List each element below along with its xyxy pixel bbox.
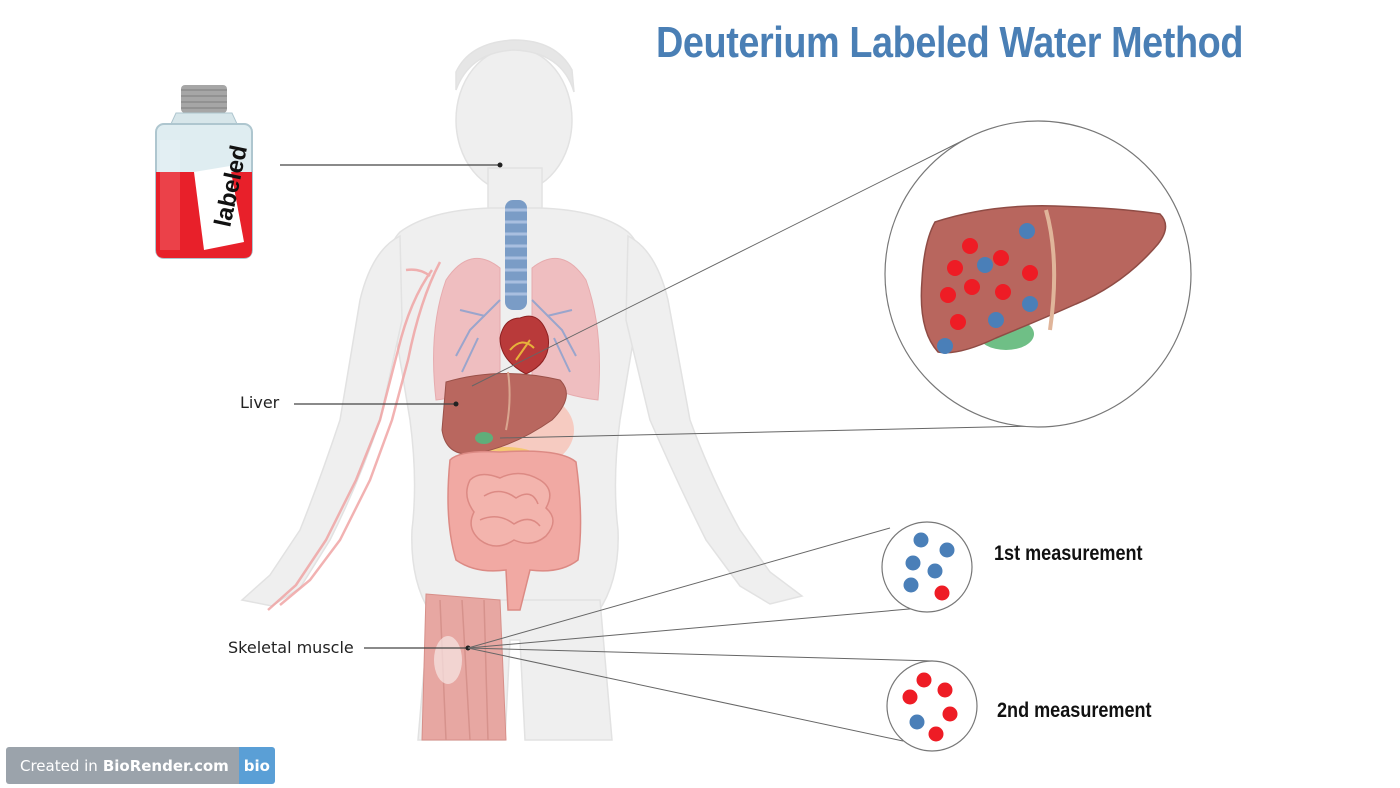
lungs [433, 258, 600, 401]
measurement-1-molecules [903, 532, 955, 601]
intestines [447, 450, 582, 611]
skeletal-muscle-label: Skeletal muscle [228, 638, 354, 657]
liver-label: Liver [240, 393, 280, 412]
measurement-2-circle [886, 660, 978, 752]
watermark-text: Created in BioRender.com [6, 747, 239, 784]
body-liver [441, 372, 567, 455]
watermark-prefix: Created in [20, 756, 98, 775]
leader-lines [280, 164, 500, 649]
measurement-2-molecules [902, 672, 958, 742]
labeled-water-bottle [155, 85, 253, 259]
page-title: Deuterium Labeled Water Method [656, 18, 1244, 67]
measurement-1-label: 1st measurement [994, 542, 1143, 565]
zoom-liver [920, 205, 1167, 354]
heart-vessels [509, 339, 535, 361]
trachea [505, 200, 527, 310]
arm-blood-vessels [267, 261, 442, 611]
body-liver-ligament [505, 371, 511, 431]
body-gallbladder [475, 432, 493, 444]
biorender-watermark[interactable]: Created in BioRender.com bio [6, 747, 275, 784]
zoom-liver-molecules [937, 223, 1038, 354]
biorender-logo-icon: bio [238, 747, 275, 784]
watermark-brand: BioRender.com [102, 756, 229, 775]
leader-dots [453, 162, 503, 651]
measurement-2-label: 2nd measurement [997, 699, 1152, 722]
thigh-muscles [421, 593, 507, 741]
zoom-cone-lines [467, 137, 1037, 742]
